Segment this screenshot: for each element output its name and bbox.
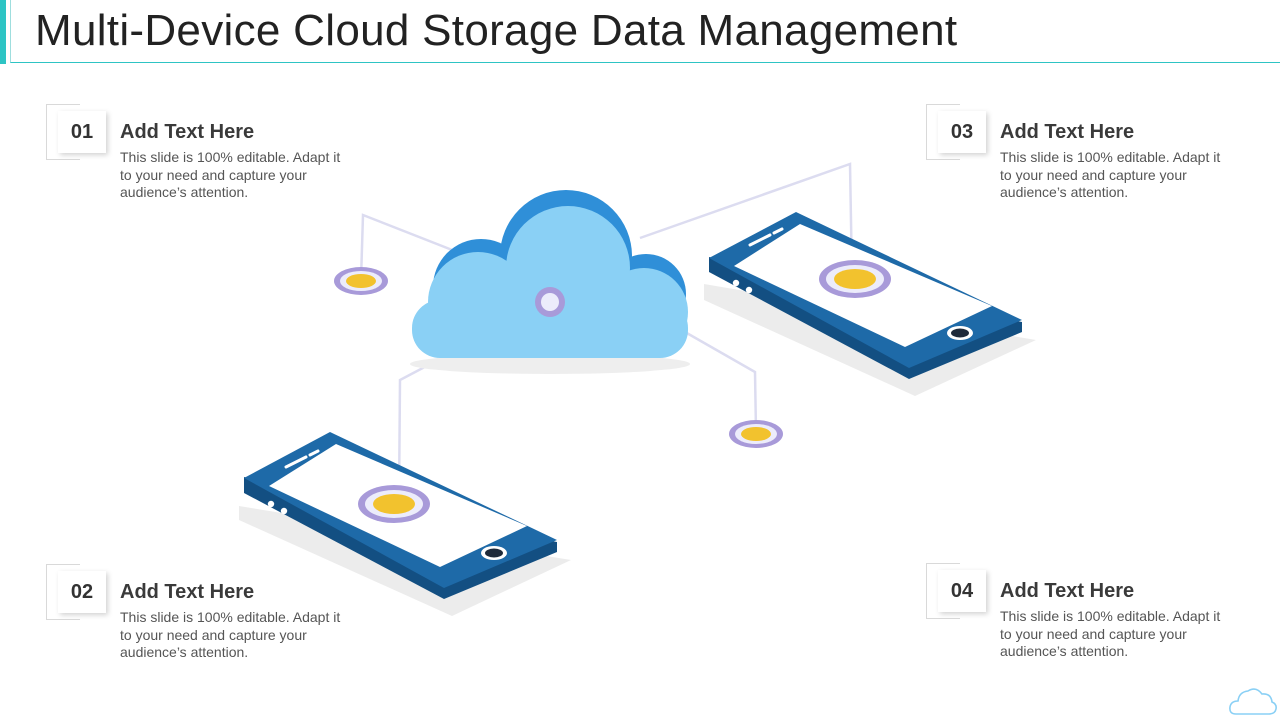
page-title: Multi-Device Cloud Storage Data Manageme… <box>35 6 958 55</box>
number-badge: 03 <box>926 104 988 160</box>
item-heading: Add Text Here <box>1000 580 1135 602</box>
item-description: This slide is 100% editable. Adapt it to… <box>1000 608 1221 659</box>
item-heading: Add Text Here <box>120 121 255 143</box>
item-number: 02 <box>58 571 106 613</box>
title-frame: Multi-Device Cloud Storage Data Manageme… <box>10 0 1280 63</box>
item-description: This slide is 100% editable. Adapt it to… <box>1000 149 1221 200</box>
connector-cloud-to-node-left <box>359 213 466 281</box>
cloud-outline-icon <box>1229 688 1277 715</box>
item-heading: Add Text Here <box>1000 121 1135 143</box>
item-number: 03 <box>938 111 986 153</box>
number-badge: 01 <box>46 104 108 160</box>
item-number: 04 <box>938 570 986 612</box>
item-description: This slide is 100% editable. Adapt it to… <box>120 609 341 660</box>
title-accent-bar <box>0 0 6 64</box>
number-badge: 04 <box>926 563 988 619</box>
item-number: 01 <box>58 111 106 153</box>
item-description: This slide is 100% editable. Adapt it to… <box>120 149 341 200</box>
node-left <box>334 267 388 295</box>
node-right <box>729 420 783 448</box>
phone-top-right <box>704 212 1036 396</box>
item-heading: Add Text Here <box>120 581 255 603</box>
connector-cloud-to-node-right <box>684 330 758 433</box>
phone-bottom-left <box>239 432 571 616</box>
cloud-icon <box>410 190 690 374</box>
number-badge: 02 <box>46 564 108 620</box>
